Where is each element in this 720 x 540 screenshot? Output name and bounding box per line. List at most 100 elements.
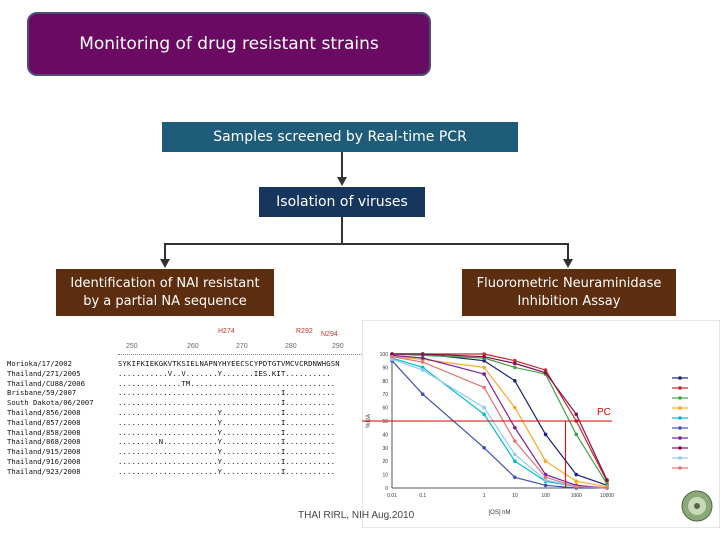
connector-pcr-isolation	[341, 152, 343, 178]
data-point	[420, 356, 425, 360]
strain-sequence: ......................Y.............I...…	[118, 457, 336, 466]
data-point	[605, 478, 609, 482]
x-tick-label: 10	[512, 493, 518, 499]
y-tick-label: 80	[382, 379, 388, 385]
data-point	[482, 372, 486, 376]
y-tick-label: 90	[382, 365, 388, 371]
data-point	[482, 412, 486, 417]
legend-marker	[678, 466, 682, 470]
data-point	[543, 432, 548, 437]
strain-name: Thailand/CU88/2006	[7, 378, 85, 388]
y-tick-label: 60	[382, 406, 388, 412]
data-point	[543, 459, 548, 463]
step-identification-line2: by a partial NA sequence	[83, 293, 247, 309]
data-point	[605, 486, 609, 490]
strain-sequence: ....................................I...…	[118, 398, 336, 408]
arrow-down-icon	[160, 259, 170, 268]
step-fluorometric-line2: Inhibition Assay	[517, 293, 621, 309]
step-fluorometric-box: Fluorometric Neuraminidase Inhibition As…	[462, 269, 676, 316]
data-point	[482, 354, 486, 359]
data-point	[482, 358, 486, 363]
legend-marker	[678, 386, 682, 390]
strain-sequence: ......................Y.............I...…	[118, 466, 336, 476]
position-label: 270	[236, 343, 248, 350]
legend-marker	[678, 406, 682, 410]
y-tick-label: 30	[382, 446, 388, 452]
strain-name: Thailand/856/2008	[7, 408, 81, 417]
arrow-down-icon	[337, 177, 347, 186]
data-point	[390, 357, 394, 362]
position-label: 290	[332, 343, 344, 350]
strain-name: Thailand/858/2008	[7, 427, 81, 437]
x-tick-label: 0.1	[419, 493, 426, 499]
y-tick-label: 50	[382, 419, 388, 425]
legend-marker	[678, 436, 682, 440]
step-isolation-box: Isolation of viruses	[259, 187, 425, 217]
step-fluorometric-line1: Fluorometric Neuraminidase	[476, 275, 662, 291]
data-point	[482, 405, 486, 410]
sequence-alignment: H274 R292 N294 250 260 270 280 290 Morio…	[0, 324, 365, 484]
data-point	[543, 475, 548, 480]
position-label: 280	[285, 343, 297, 350]
data-point	[605, 482, 609, 486]
strain-sequence: ......................Y.............I...…	[118, 447, 336, 457]
mutation-label: H274	[218, 328, 235, 335]
pc-annotation: PC	[597, 407, 611, 418]
y-tick-label: 100	[380, 352, 389, 358]
legend-marker	[678, 446, 682, 450]
data-point	[482, 352, 486, 356]
title-box: Monitoring of drug resistant strains	[27, 12, 431, 76]
y-tick-label: 10	[382, 473, 388, 479]
legend-marker	[678, 416, 682, 420]
logo-icon	[681, 490, 713, 522]
strain-sequence: ...........V..V.......Y.......IES.KIT...…	[118, 368, 331, 378]
y-tick-label: 40	[382, 432, 388, 438]
connector-isolation-branch	[341, 217, 343, 243]
data-point	[420, 352, 425, 356]
step-identification-box: Identification of NAI resistant by a par…	[56, 269, 274, 316]
connector-branch-right	[567, 243, 569, 260]
strain-sequence: ......................Y.............I...…	[118, 417, 336, 427]
data-point	[543, 368, 548, 372]
data-point	[543, 370, 548, 375]
strain-sequence: ......................Y.............I...…	[118, 408, 336, 417]
data-point	[574, 479, 579, 484]
data-point	[513, 379, 517, 383]
data-point	[513, 365, 517, 370]
x-axis-label: [OS] nM	[488, 510, 510, 516]
data-point	[420, 368, 425, 372]
y-tick-label: 0	[385, 486, 388, 492]
data-point	[543, 478, 548, 482]
data-point	[513, 475, 517, 480]
legend-marker	[678, 376, 682, 380]
strain-sequence: SYKIFKIEKGKVTKSIELNAPNYHYEECSCYPDTGTVMCV…	[118, 359, 340, 368]
strain-name: Thailand/916/2008	[7, 457, 81, 466]
data-point	[513, 439, 517, 443]
data-point	[420, 360, 425, 364]
data-point	[482, 446, 486, 450]
x-tick-label: 10000	[600, 493, 614, 499]
legend-marker	[678, 396, 682, 400]
strain-name: Thailand/915/2008	[7, 447, 81, 457]
data-point	[574, 412, 579, 417]
strain-name: Thailand/271/2005	[7, 368, 81, 378]
legend-marker	[678, 456, 682, 460]
strain-name: Morioka/17/2002	[7, 359, 72, 368]
page-title: Monitoring of drug resistant strains	[79, 34, 379, 54]
data-point	[513, 452, 517, 457]
strain-sequence: ....................................I...…	[118, 388, 336, 398]
data-point	[420, 365, 425, 370]
strain-sequence: .........N............Y.............I...…	[118, 437, 336, 447]
data-point	[390, 354, 394, 359]
data-point	[574, 472, 579, 477]
data-point	[513, 358, 517, 363]
position-label: 250	[126, 343, 138, 350]
legend-marker	[678, 426, 682, 430]
x-tick-label: 100	[541, 493, 550, 499]
y-tick-label: 20	[382, 459, 388, 465]
strain-name: Thailand/923/2008	[7, 466, 81, 476]
connector-branch-horizontal	[164, 243, 569, 245]
step-identification-line1: Identification of NAI resistant	[70, 275, 260, 291]
step-pcr-label: Samples screened by Real-time PCR	[213, 129, 467, 145]
